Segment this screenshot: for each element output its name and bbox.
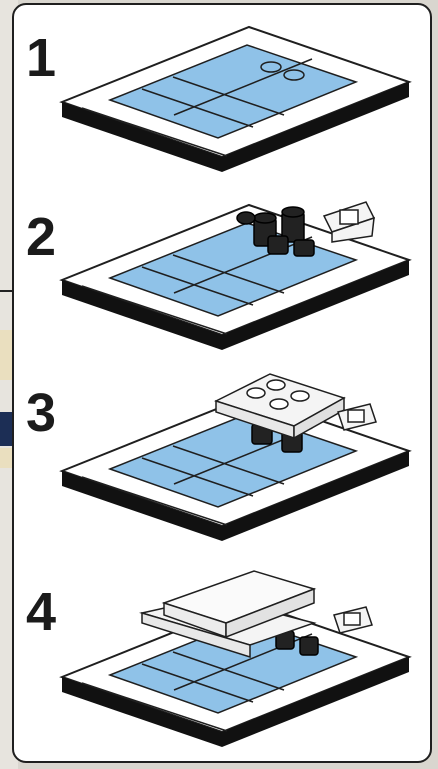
step-1: 1: [14, 5, 432, 195]
baseplate-with-white-plate-icon: [14, 368, 432, 558]
instruction-panel: 1 2: [12, 3, 432, 763]
baseplate-with-black-parts-icon: [14, 192, 432, 382]
baseplate-with-top-tile-icon: [14, 565, 432, 755]
baseplate-with-two-studs-icon: [14, 5, 432, 195]
step-3: 3: [14, 368, 432, 558]
step-2: 2: [14, 192, 432, 382]
step-4: 4: [14, 565, 432, 755]
